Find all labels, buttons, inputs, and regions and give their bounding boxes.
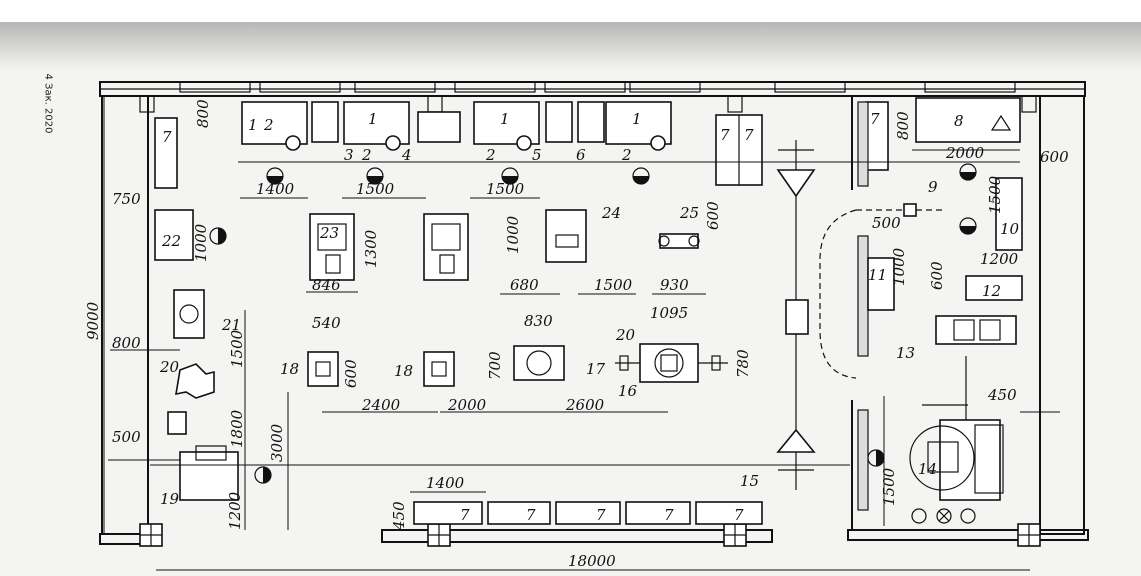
right-room — [819, 101, 1023, 524]
label-7-bottom-4: 7 — [664, 506, 674, 524]
label-13: 13 — [896, 344, 915, 362]
dim-600-d: 600 — [928, 261, 946, 290]
label-18a: 18 — [280, 360, 299, 378]
label-19: 19 — [160, 490, 180, 508]
label-2c: 2 — [485, 146, 496, 164]
label-1d: 1 — [632, 110, 642, 128]
label-23: 23 — [319, 224, 339, 242]
equipment-labels: 1 2 3 1 2 4 1 2 5 6 1 2 7 7 7 7 8 9 10 1… — [159, 110, 1020, 524]
dim-1500-f: 1500 — [880, 467, 898, 506]
dim-1000-b: 1000 — [504, 215, 522, 254]
page-margin — [0, 0, 1141, 22]
dim-2600: 2600 — [565, 396, 605, 414]
machines — [154, 209, 728, 501]
dimension-lines — [103, 96, 1060, 571]
dim-800-top: 800 — [194, 99, 212, 128]
dim-830: 830 — [524, 312, 553, 330]
label-14: 14 — [918, 460, 937, 478]
label-21: 21 — [221, 316, 241, 334]
label-12: 12 — [982, 282, 1001, 300]
dim-2000-b: 2000 — [945, 144, 985, 162]
label-17: 17 — [586, 360, 606, 378]
dim-1500-d: 1500 — [228, 329, 246, 368]
label-20a: 20 — [159, 358, 180, 376]
label-7-bottom-5: 7 — [734, 506, 744, 524]
dim-450-a: 450 — [390, 501, 408, 531]
label-15: 15 — [740, 472, 759, 490]
dim-846: 846 — [312, 276, 341, 294]
dim-1800: 1800 — [228, 409, 246, 448]
label-7-top-a: 7 — [720, 126, 730, 144]
dim-600-b: 600 — [342, 359, 360, 388]
dim-2000-a: 2000 — [447, 396, 487, 414]
dim-500-b: 500 — [872, 214, 901, 232]
crane-track — [776, 140, 816, 490]
dim-18000: 18000 — [568, 552, 616, 570]
label-9: 9 — [928, 178, 938, 196]
dim-1500-a: 1500 — [356, 180, 395, 198]
label-1c: 1 — [500, 110, 510, 128]
label-4: 4 — [401, 146, 412, 164]
dim-800-left: 800 — [112, 334, 141, 352]
label-1b: 1 — [368, 110, 378, 128]
top-bench-row — [154, 97, 1021, 189]
dim-600-a: 600 — [704, 201, 722, 230]
dim-700: 700 — [486, 351, 504, 380]
label-7-right: 7 — [870, 110, 880, 128]
vise-symbols — [209, 135, 977, 484]
dim-680: 680 — [510, 276, 539, 294]
label-11: 11 — [868, 266, 887, 284]
dim-540: 540 — [312, 314, 341, 332]
dim-20: 20 — [615, 326, 636, 344]
dim-1200-a: 1200 — [226, 491, 244, 530]
dim-500-a: 500 — [112, 428, 141, 446]
dim-1000-a: 1000 — [192, 223, 210, 262]
dim-450-b: 450 — [987, 386, 1017, 404]
label-18b: 18 — [394, 362, 413, 380]
label-7-bottom-2: 7 — [526, 506, 536, 524]
label-7-bottom-3: 7 — [596, 506, 606, 524]
label-22: 22 — [161, 232, 181, 250]
dim-3000: 3000 — [268, 423, 286, 462]
dim-1000-c: 1000 — [890, 247, 908, 286]
label-8: 8 — [954, 112, 964, 130]
dim-1500-b: 1500 — [486, 180, 525, 198]
dim-1500-e: 1500 — [986, 175, 1004, 214]
label-7-bottom-1: 7 — [460, 506, 470, 524]
label-7-top-b: 7 — [744, 126, 754, 144]
label-25: 25 — [679, 204, 699, 222]
dimension-labels: 800 1400 1500 1500 750 1000 1300 1000 84… — [84, 99, 1069, 570]
dim-1500-c: 1500 — [594, 276, 633, 294]
dim-780: 780 — [734, 349, 752, 378]
dim-1095: 1095 — [650, 304, 688, 322]
label-2b: 2 — [361, 146, 372, 164]
label-7-left: 7 — [162, 128, 172, 146]
bottom-bench-row — [413, 501, 763, 525]
dim-1400-a: 1400 — [256, 180, 295, 198]
label-24: 24 — [601, 204, 621, 222]
dim-800-right: 800 — [894, 111, 912, 140]
label-6: 6 — [576, 146, 586, 164]
dim-600-c: 600 — [1040, 148, 1069, 166]
label-10: 10 — [1000, 220, 1020, 238]
label-16: 16 — [618, 382, 638, 400]
label-3: 3 — [344, 146, 354, 164]
dim-2400: 2400 — [361, 396, 401, 414]
dim-930: 930 — [660, 276, 689, 294]
dim-1200-b: 1200 — [980, 250, 1019, 268]
label-2d: 2 — [621, 146, 632, 164]
label-2a: 2 — [263, 116, 274, 134]
dim-9000: 9000 — [84, 301, 102, 340]
label-1a: 1 — [248, 116, 258, 134]
dim-1400-b: 1400 — [426, 474, 465, 492]
label-5: 5 — [532, 146, 542, 164]
outer-walls — [99, 81, 1089, 547]
dim-750: 750 — [112, 190, 141, 208]
dim-1300: 1300 — [362, 229, 380, 268]
